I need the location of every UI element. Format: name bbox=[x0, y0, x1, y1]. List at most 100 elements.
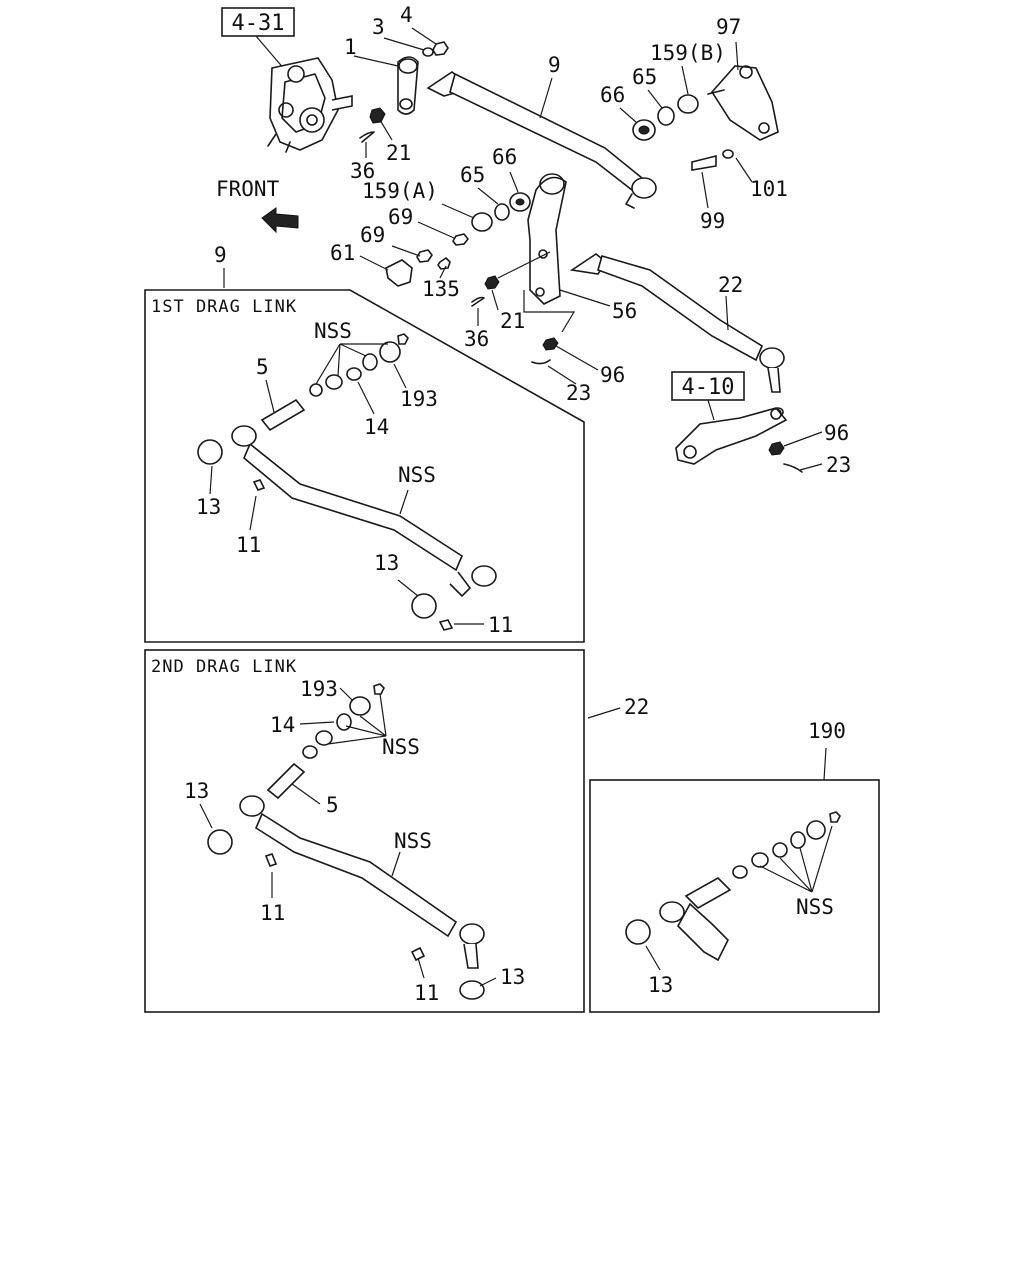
callout-21a: 21 bbox=[386, 141, 411, 165]
panel-3-callout-nss: NSS bbox=[796, 895, 834, 919]
callout-97: 97 bbox=[716, 15, 741, 39]
ref-box-4-10-label: 4-10 bbox=[682, 375, 735, 400]
panel-2-title: 2ND DRAG LINK bbox=[151, 657, 297, 677]
callout-56: 56 bbox=[612, 299, 637, 323]
castle-nut-96a bbox=[542, 337, 559, 351]
panel-1-leaders bbox=[209, 343, 484, 625]
knuckle-arm bbox=[675, 407, 788, 465]
panel-1-frame bbox=[144, 289, 585, 643]
callout-65b: 65 bbox=[460, 163, 485, 187]
cotter-pin-23b bbox=[783, 463, 803, 473]
main-leader-lines bbox=[223, 27, 823, 471]
panel-1-callout-193: 193 bbox=[400, 387, 438, 411]
grease-fitting-61 bbox=[385, 259, 413, 287]
callout-69b: 69 bbox=[360, 223, 385, 247]
o-ring-65b bbox=[494, 203, 510, 221]
nut-4 bbox=[432, 41, 449, 56]
callout-36b: 36 bbox=[464, 327, 489, 351]
callout-23b: 23 bbox=[826, 453, 851, 477]
bracket-97 bbox=[707, 65, 779, 141]
panel-1-callout-nss1: NSS bbox=[314, 319, 352, 343]
pitman-arm bbox=[397, 56, 419, 115]
bushing-159b bbox=[677, 94, 699, 114]
callout-101: 101 bbox=[750, 177, 788, 201]
callout-4: 4 bbox=[400, 3, 413, 27]
panel-1st-drag-link: 1ST DRAG LINK NSS 5 193 14 NSS 13 11 13 … bbox=[144, 289, 585, 643]
cotter-pin-36a bbox=[359, 131, 375, 143]
panel-1-callout-11b: 11 bbox=[488, 613, 513, 637]
callout-21b: 21 bbox=[500, 309, 525, 333]
washer-101 bbox=[722, 149, 734, 159]
callout-159b: 159(B) bbox=[650, 41, 726, 65]
callout-159a: 159(A) bbox=[362, 179, 438, 203]
panel-2-frame bbox=[144, 649, 585, 1013]
nut-69b bbox=[416, 249, 433, 263]
callout-1: 1 bbox=[344, 35, 357, 59]
panel-1-callout-14: 14 bbox=[364, 415, 389, 439]
callout-66a: 66 bbox=[600, 83, 625, 107]
panel-2-leaders bbox=[199, 687, 497, 987]
ref-box-4-31[interactable] bbox=[221, 7, 295, 37]
callout-65a: 65 bbox=[632, 65, 657, 89]
panel-2-callout-5: 5 bbox=[326, 793, 339, 817]
panel-1-callout-13b: 13 bbox=[374, 551, 399, 575]
ref-box-4-31-label: 4-31 bbox=[232, 11, 285, 36]
panel-3-callout-13: 13 bbox=[648, 973, 673, 997]
callout-3: 3 bbox=[372, 15, 385, 39]
nut-69a bbox=[452, 233, 469, 246]
callout-135: 135 bbox=[422, 277, 460, 301]
panel-2-ref-22: 22 bbox=[624, 695, 649, 719]
callout-69a: 69 bbox=[388, 205, 413, 229]
bushing-159a bbox=[471, 212, 493, 232]
o-ring-65a bbox=[657, 106, 675, 126]
callout-96a: 96 bbox=[600, 363, 625, 387]
panel-3-rod bbox=[677, 902, 729, 962]
castle-nut-96b bbox=[768, 441, 785, 456]
cotter-pin-23a bbox=[531, 359, 551, 365]
castle-nut-21b bbox=[484, 275, 500, 290]
panel-1-callout-13a: 13 bbox=[196, 495, 221, 519]
castle-nut-21a bbox=[369, 107, 386, 124]
panel-3-ref-190: 190 bbox=[808, 719, 846, 743]
callout-99: 99 bbox=[700, 209, 725, 233]
panel-2-callout-11a: 11 bbox=[260, 901, 285, 925]
panel-2nd-drag-link: 2ND DRAG LINK 22 193 14 NSS 13 5 NSS 11 … bbox=[144, 649, 649, 1013]
drag-link-9 bbox=[426, 71, 657, 209]
panel-2-callout-193: 193 bbox=[300, 677, 338, 701]
callout-9: 9 bbox=[548, 53, 561, 77]
panel-1-callout-5: 5 bbox=[256, 355, 269, 379]
steering-gear-box bbox=[267, 57, 353, 153]
panel-3-leaders bbox=[645, 825, 833, 971]
lock-washer-3 bbox=[422, 47, 434, 57]
panel-1-rod bbox=[243, 442, 464, 572]
callout-36a: 36 bbox=[350, 159, 375, 183]
panel-1-title: 1ST DRAG LINK bbox=[151, 297, 297, 317]
callout-9b: 9 bbox=[214, 243, 227, 267]
cotter-pin-36b bbox=[471, 296, 485, 307]
lock-washer-135 bbox=[437, 257, 451, 270]
callout-66b: 66 bbox=[492, 145, 517, 169]
callout-23a: 23 bbox=[566, 381, 591, 405]
panel-2-callout-nss2: NSS bbox=[394, 829, 432, 853]
front-arrow-icon bbox=[261, 207, 299, 234]
panel-2-callout-11b: 11 bbox=[414, 981, 439, 1005]
callout-96b: 96 bbox=[824, 421, 849, 445]
panel-1-callout-nss2: NSS bbox=[398, 463, 436, 487]
panel-3-frame bbox=[589, 779, 880, 1013]
callout-61: 61 bbox=[330, 241, 355, 265]
bolt-99 bbox=[691, 154, 717, 171]
panel-2-callout-14: 14 bbox=[270, 713, 295, 737]
front-label: FRONT bbox=[216, 177, 280, 201]
leader-4-31 bbox=[255, 35, 286, 71]
panel-190-kit: 190 NSS 13 bbox=[589, 719, 880, 1013]
panel-2-callout-13a: 13 bbox=[184, 779, 209, 803]
drag-link-22 bbox=[569, 253, 785, 417]
callout-22: 22 bbox=[718, 273, 743, 297]
main-assembly: 4-31 bbox=[214, 3, 851, 477]
panel-2-callout-13b: 13 bbox=[500, 965, 525, 989]
idler-arm-56 bbox=[527, 173, 567, 305]
panel-2-callout-nss1: NSS bbox=[382, 735, 420, 759]
panel-1-callout-11a: 11 bbox=[236, 533, 261, 557]
